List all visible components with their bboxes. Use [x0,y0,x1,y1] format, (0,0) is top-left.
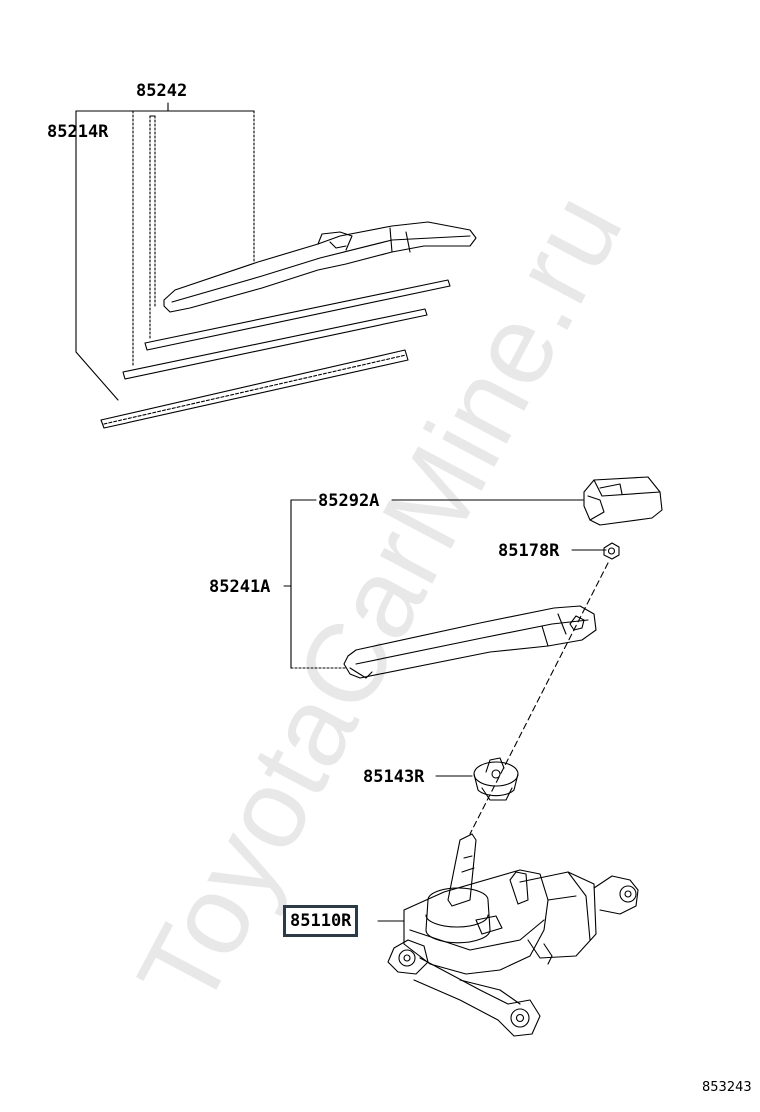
callout-85292A[interactable]: 85292A [318,491,380,511]
wiper-motor-assy [387,833,639,1037]
callout-85110R-highlighted[interactable]: 85110R [283,905,359,937]
arm-nut [603,542,620,560]
arm-head-cover [583,476,663,526]
callout-85143R[interactable]: 85143R [363,767,425,787]
callout-85178R[interactable]: 85178R [498,541,560,561]
wiper-blade-assy [163,221,477,313]
callout-85241A[interactable]: 85241A [209,577,271,597]
callout-85214R[interactable]: 85214R [47,122,109,142]
pivot-cap [473,757,519,801]
wiper-arm-assy [343,605,597,679]
blade-rubber-strip-3 [100,349,409,429]
leader-lines-arm [283,499,609,922]
figure-number: 853243 [702,1080,752,1095]
callout-85242[interactable]: 85242 [136,81,188,101]
blade-rubber-strip-2 [122,308,428,380]
leader-lines-blade [75,102,255,401]
blade-rubber-strip-1 [144,279,451,351]
